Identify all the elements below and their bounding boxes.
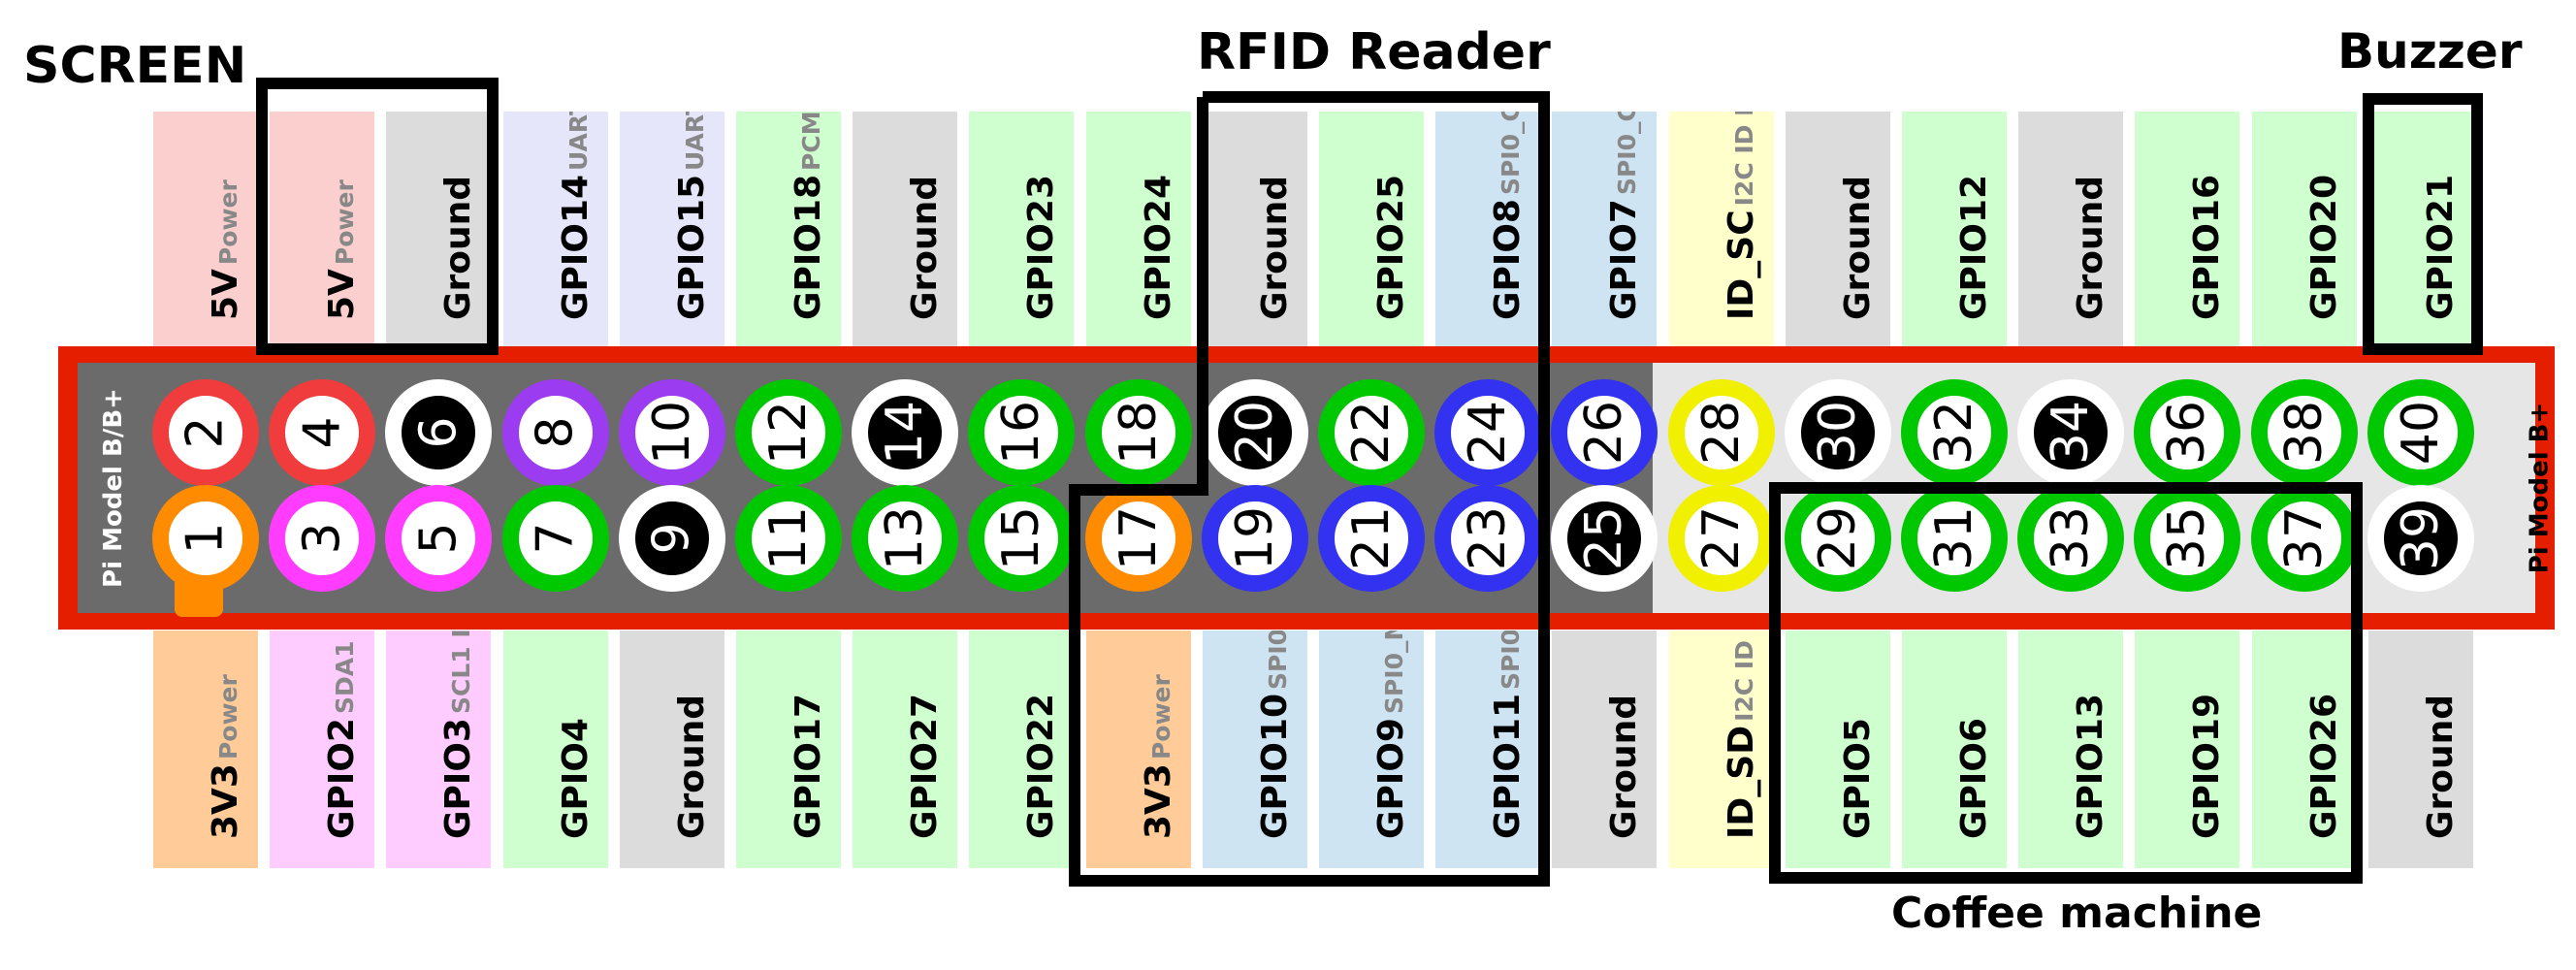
pin-34: 34 [2017, 379, 2125, 486]
top-label-6: Ground [853, 112, 958, 349]
top-label-13: ID_SCI2C ID EEPROM [1668, 112, 1774, 349]
top-label-9: Ground [1202, 112, 1307, 349]
pin-6: 6 [385, 379, 493, 486]
top-label-3: GPIO14UART0_TXD [502, 112, 608, 349]
bottom-label-13: ID_SDI2C ID EEPROM [1668, 630, 1774, 868]
bottom-label-3: GPIO4 [502, 630, 608, 868]
top-label-18: GPIO20 [2251, 112, 2357, 349]
top-label-5: GPIO18PCM_CLK [736, 112, 841, 349]
pin-33: 33 [2017, 485, 2125, 592]
screen-callout: SCREEN [23, 37, 247, 95]
coffee-machine-box [1769, 482, 2363, 884]
top-label-2: Ground [386, 112, 492, 349]
top-label-7: GPIO23 [969, 112, 1075, 349]
bottom-label-17: GPIO19 [2135, 630, 2240, 868]
top-label-15: GPIO12 [1902, 112, 2007, 349]
bottom-label-12: Ground [1552, 630, 1658, 868]
screen-box [256, 78, 499, 355]
bottom-label-18: GPIO26 [2251, 630, 2357, 868]
top-label-19: GPIO21 [2367, 112, 2473, 349]
pin-1: 1 [152, 485, 259, 592]
bottom-label-16: GPIO13 [2018, 630, 2124, 868]
buzzer-callout: Buzzer [2337, 23, 2523, 80]
pin-40: 40 [2367, 379, 2474, 486]
rfid-reader-callout: RFID Reader [1197, 23, 1551, 81]
bottom-label-19: Ground [2367, 630, 2473, 868]
top-label-14: Ground [1785, 112, 1890, 349]
bottom-label-11: GPIO11SPI0_SCLK [1435, 630, 1541, 868]
bottom-label-9: GPIO10SPI0_MOSI [1202, 630, 1307, 868]
bottom-label-4: Ground [619, 630, 724, 868]
coffee-machine-callout: Coffee machine [1891, 889, 2263, 938]
buzzer-box [2363, 93, 2483, 355]
bottom-label-14: GPIO5 [1785, 630, 1890, 868]
top-label-4: GPIO15UART0_RXD [619, 112, 724, 349]
top-label-10: GPIO25 [1319, 112, 1424, 349]
pin-28: 28 [1667, 379, 1775, 486]
bottom-label-6: GPIO27 [853, 630, 958, 868]
bottom-label-5: GPIO17 [736, 630, 841, 868]
top-label-17: GPIO16 [2135, 112, 2240, 349]
pin-29: 29 [1784, 485, 1891, 592]
bottom-label-15: GPIO6 [1902, 630, 2007, 868]
bottom-label-7: GPIO22 [969, 630, 1075, 868]
rfid-box [1069, 91, 1550, 887]
top-label-8: GPIO24 [1085, 112, 1191, 349]
top-label-16: Ground [2018, 112, 2124, 349]
